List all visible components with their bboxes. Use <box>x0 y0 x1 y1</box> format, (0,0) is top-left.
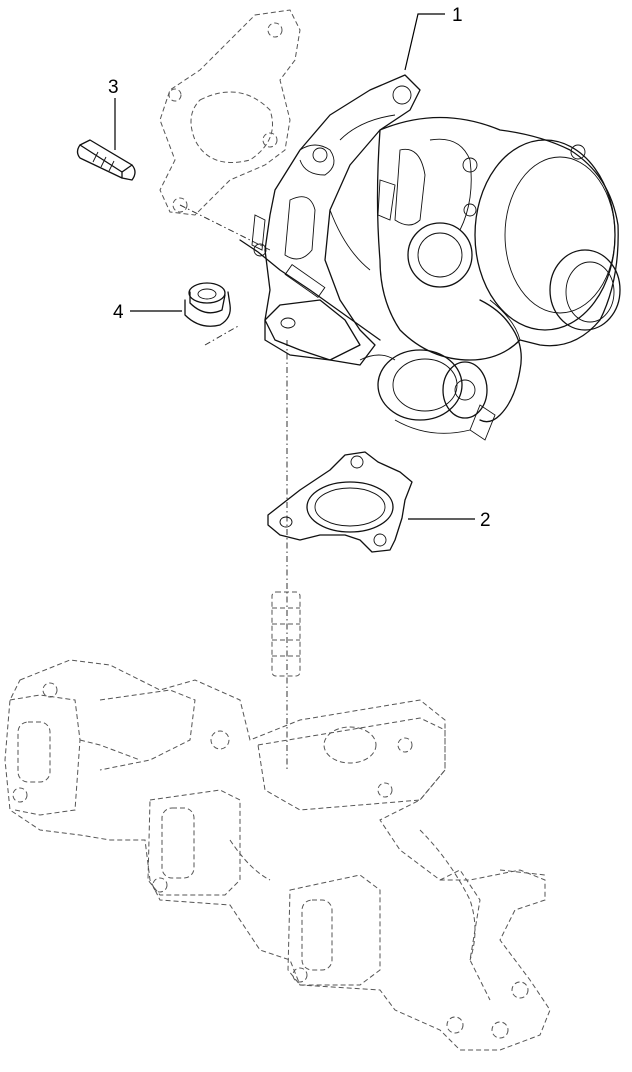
turbine-inlet-gasket-phantom <box>159 9 301 216</box>
turbocharger-assembly <box>239 74 621 441</box>
callout-4-label: 4 <box>113 302 124 323</box>
exhaust-manifold-phantom <box>4 659 551 1051</box>
assembly-center-lines <box>179 204 288 770</box>
callout-1: 1 <box>404 5 463 71</box>
callout-3-label: 3 <box>108 77 119 98</box>
callout-4: 4 <box>113 302 182 323</box>
callout-1-label: 1 <box>452 5 463 26</box>
turbocharger-mounting-gasket <box>267 451 413 553</box>
callout-3: 3 <box>108 77 119 150</box>
manifold-stud-phantom <box>271 591 301 677</box>
stud <box>76 139 136 181</box>
callout-2-label: 2 <box>480 510 491 531</box>
flange-nut <box>184 282 231 327</box>
callout-2: 2 <box>408 510 491 531</box>
